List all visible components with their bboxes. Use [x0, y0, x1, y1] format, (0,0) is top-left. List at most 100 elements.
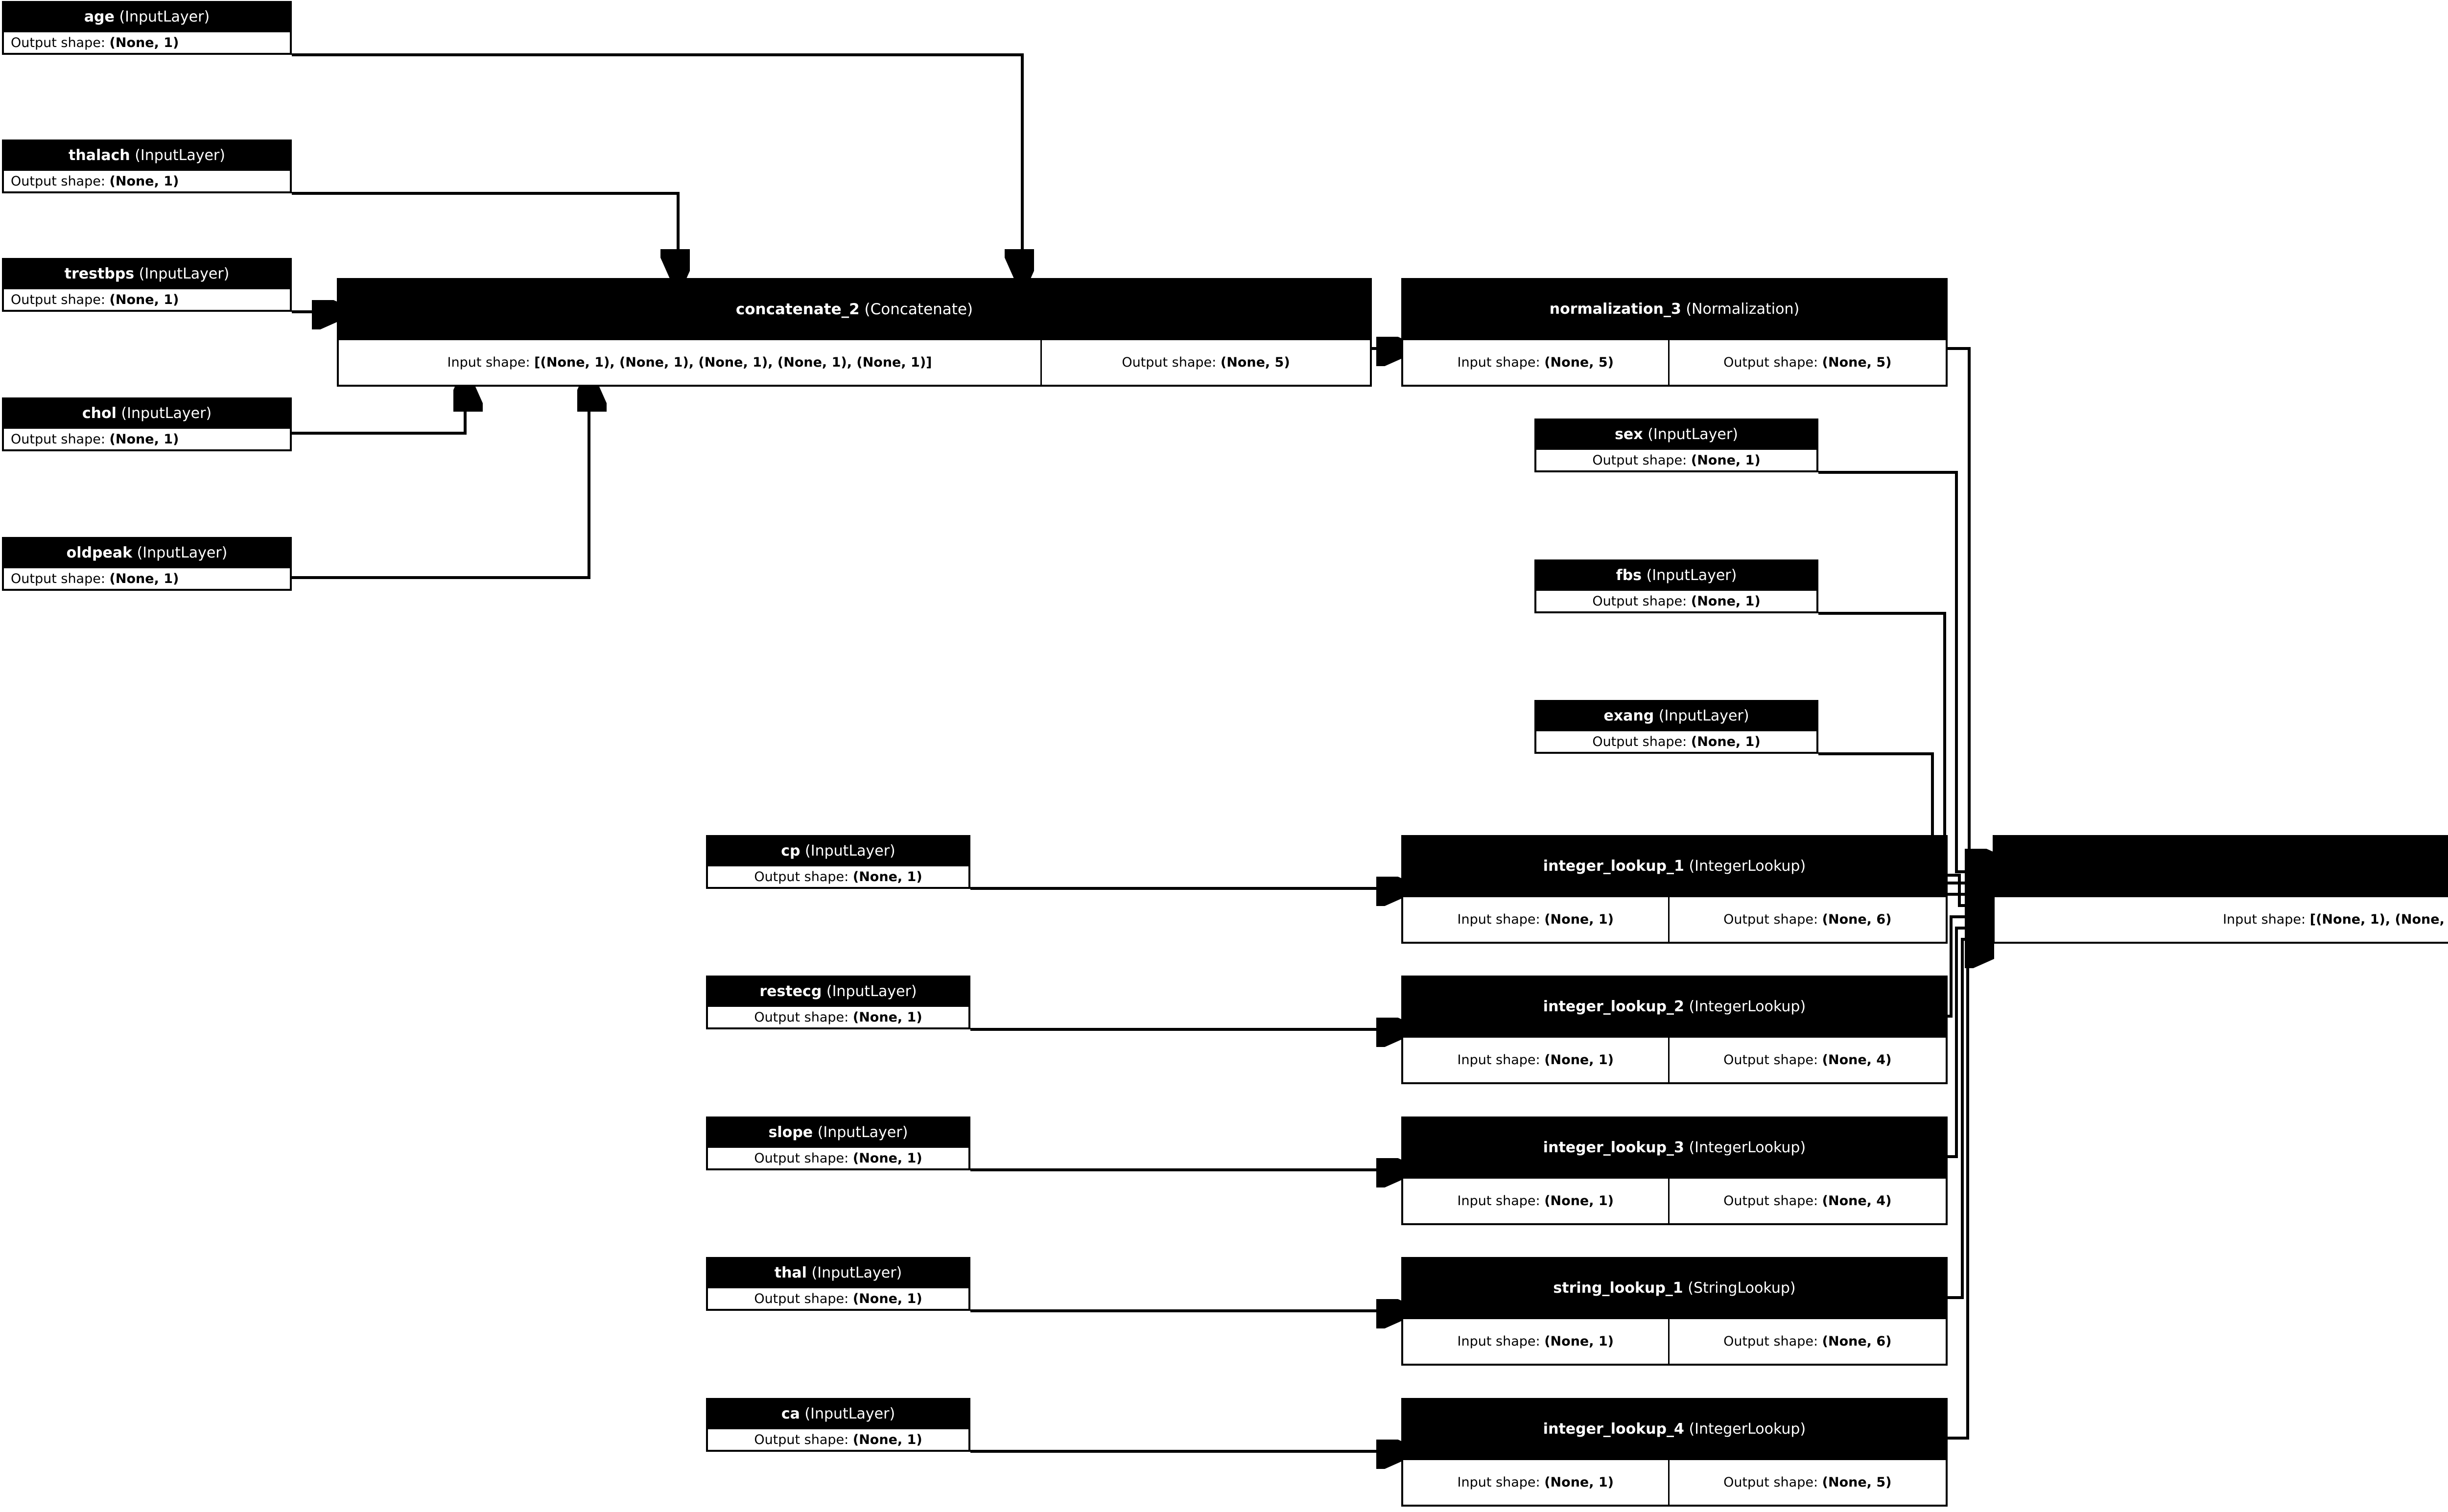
node-trestbps-name: trestbps	[64, 265, 135, 283]
node-trestbps-title: trestbps (InputLayer)	[4, 260, 290, 288]
node-concatenate-3-input-cell: Input shape: [(None, 1), (None, 1), (Non…	[1995, 897, 2448, 942]
node-cp[interactable]: cp (InputLayer) Output shape: (None, 1)	[706, 835, 970, 889]
output-shape-label: Output shape:	[754, 869, 849, 884]
output-shape-label: Output shape:	[11, 431, 105, 447]
node-concatenate-2-shapes: Input shape: [(None, 1), (None, 1), (Non…	[339, 338, 1370, 385]
node-integer-lookup-4-shapes: Input shape: (None, 1) Output shape: (No…	[1403, 1458, 1946, 1505]
node-exang-name: exang	[1603, 707, 1654, 725]
node-concatenate-2-name: concatenate_2	[735, 300, 860, 318]
node-restecg[interactable]: restecg (InputLayer) Output shape: (None…	[706, 976, 970, 1029]
node-integer-lookup-3-input-value: (None, 1)	[1544, 1193, 1614, 1209]
node-thalach[interactable]: thalach (InputLayer) Output shape: (None…	[2, 140, 292, 193]
node-string-lookup-1-type: (StringLookup)	[1688, 1279, 1796, 1297]
node-ca-output-value: (None, 1)	[852, 1432, 922, 1447]
node-age[interactable]: age (InputLayer) Output shape: (None, 1)	[2, 1, 292, 55]
node-fbs[interactable]: fbs (InputLayer) Output shape: (None, 1)	[1534, 559, 1818, 613]
node-thal-shapes: Output shape: (None, 1)	[708, 1287, 968, 1309]
node-slope-name: slope	[768, 1124, 813, 1141]
node-cp-shapes: Output shape: (None, 1)	[708, 865, 968, 887]
node-trestbps[interactable]: trestbps (InputLayer) Output shape: (Non…	[2, 258, 292, 312]
edge-oldpeak-to-concatenate2	[292, 387, 589, 579]
node-exang-title: exang (InputLayer)	[1536, 702, 1816, 730]
edge-integer-lookup-1-to-concatenate3	[1948, 874, 1990, 906]
node-chol[interactable]: chol (InputLayer) Output shape: (None, 1…	[2, 397, 292, 451]
node-age-output-value: (None, 1)	[109, 35, 179, 50]
output-shape-label: Output shape:	[11, 35, 105, 50]
node-normalization-3-shapes: Input shape: (None, 5) Output shape: (No…	[1403, 338, 1946, 385]
output-shape-label: Output shape:	[1723, 1333, 1818, 1349]
node-integer-lookup-1-output-value: (None, 6)	[1822, 911, 1892, 927]
node-sex-name: sex	[1615, 426, 1643, 443]
output-shape-label: Output shape:	[754, 1150, 849, 1166]
node-trestbps-shapes: Output shape: (None, 1)	[4, 288, 290, 310]
node-thal-type: (InputLayer)	[811, 1264, 902, 1282]
node-chol-shapes: Output shape: (None, 1)	[4, 427, 290, 449]
node-string-lookup-1[interactable]: string_lookup_1 (StringLookup) Input sha…	[1401, 1257, 1948, 1366]
node-ca-output-cell: Output shape: (None, 1)	[708, 1429, 968, 1450]
node-string-lookup-1-output-cell: Output shape: (None, 6)	[1668, 1319, 1946, 1364]
node-ca[interactable]: ca (InputLayer) Output shape: (None, 1)	[706, 1398, 970, 1452]
node-slope-type: (InputLayer)	[817, 1124, 908, 1141]
node-restecg-shapes: Output shape: (None, 1)	[708, 1005, 968, 1027]
node-normalization-3[interactable]: normalization_3 (Normalization) Input sh…	[1401, 278, 1948, 387]
node-slope-shapes: Output shape: (None, 1)	[708, 1146, 968, 1168]
node-string-lookup-1-name: string_lookup_1	[1553, 1279, 1683, 1297]
node-concatenate-2-input-value: [(None, 1), (None, 1), (None, 1), (None,…	[534, 354, 932, 370]
node-integer-lookup-1[interactable]: integer_lookup_1 (IntegerLookup) Input s…	[1401, 835, 1948, 944]
node-integer-lookup-1-type: (IntegerLookup)	[1689, 858, 1806, 875]
node-slope-output-value: (None, 1)	[852, 1150, 922, 1166]
node-string-lookup-1-output-value: (None, 6)	[1822, 1333, 1892, 1349]
node-integer-lookup-1-output-cell: Output shape: (None, 6)	[1668, 897, 1946, 942]
node-exang[interactable]: exang (InputLayer) Output shape: (None, …	[1534, 700, 1818, 754]
node-string-lookup-1-input-cell: Input shape: (None, 1)	[1403, 1319, 1668, 1364]
node-integer-lookup-4-title: integer_lookup_4 (IntegerLookup)	[1403, 1400, 1946, 1459]
node-age-type: (InputLayer)	[119, 8, 210, 26]
input-shape-label: Input shape:	[1457, 911, 1540, 927]
node-thalach-output-cell: Output shape: (None, 1)	[4, 171, 290, 191]
node-concatenate-2-type: (Concatenate)	[864, 300, 973, 318]
node-thal-title: thal (InputLayer)	[708, 1259, 968, 1287]
node-integer-lookup-1-shapes: Input shape: (None, 1) Output shape: (No…	[1403, 895, 1946, 942]
node-normalization-3-output-value: (None, 5)	[1822, 354, 1892, 370]
edge-integer-lookup-4-to-concatenate3	[1948, 951, 1990, 1440]
node-concatenate-2-output-cell: Output shape: (None, 5)	[1040, 340, 1370, 385]
node-integer-lookup-2-input-cell: Input shape: (None, 1)	[1403, 1037, 1668, 1082]
node-slope-output-cell: Output shape: (None, 1)	[708, 1148, 968, 1168]
node-concatenate-2-output-value: (None, 5)	[1220, 354, 1290, 370]
node-integer-lookup-3-output-cell: Output shape: (None, 4)	[1668, 1178, 1946, 1223]
edge-integer-lookup-2-to-concatenate3	[1948, 917, 1990, 1018]
node-concatenate-2[interactable]: concatenate_2 (Concatenate) Input shape:…	[337, 278, 1372, 387]
node-integer-lookup-1-input-cell: Input shape: (None, 1)	[1403, 897, 1668, 942]
node-integer-lookup-2-shapes: Input shape: (None, 1) Output shape: (No…	[1403, 1036, 1946, 1082]
node-thal-output-cell: Output shape: (None, 1)	[708, 1288, 968, 1309]
node-chol-output-value: (None, 1)	[109, 431, 179, 447]
output-shape-label: Output shape:	[11, 292, 105, 307]
node-thal[interactable]: thal (InputLayer) Output shape: (None, 1…	[706, 1257, 970, 1311]
node-slope[interactable]: slope (InputLayer) Output shape: (None, …	[706, 1117, 970, 1170]
node-integer-lookup-2[interactable]: integer_lookup_2 (IntegerLookup) Input s…	[1401, 976, 1948, 1084]
node-chol-type: (InputLayer)	[121, 405, 212, 422]
node-integer-lookup-3-shapes: Input shape: (None, 1) Output shape: (No…	[1403, 1177, 1946, 1223]
node-sex-shapes: Output shape: (None, 1)	[1536, 448, 1816, 470]
node-slope-title: slope (InputLayer)	[708, 1118, 968, 1147]
node-fbs-output-cell: Output shape: (None, 1)	[1536, 591, 1816, 611]
node-string-lookup-1-title: string_lookup_1 (StringLookup)	[1403, 1259, 1946, 1318]
node-age-output-cell: Output shape: (None, 1)	[4, 32, 290, 53]
node-integer-lookup-4[interactable]: integer_lookup_4 (IntegerLookup) Input s…	[1401, 1398, 1948, 1507]
node-oldpeak[interactable]: oldpeak (InputLayer) Output shape: (None…	[2, 537, 292, 591]
input-shape-label: Input shape:	[2223, 911, 2306, 927]
node-integer-lookup-3-output-value: (None, 4)	[1822, 1193, 1892, 1209]
edge-sex-to-concatenate3	[1818, 471, 1990, 872]
node-concatenate-2-input-cell: Input shape: [(None, 1), (None, 1), (Non…	[339, 340, 1040, 385]
node-thalach-name: thalach	[69, 147, 130, 164]
output-shape-label: Output shape:	[754, 1009, 849, 1025]
output-shape-label: Output shape:	[11, 571, 105, 586]
node-exang-shapes: Output shape: (None, 1)	[1536, 730, 1816, 752]
node-sex[interactable]: sex (InputLayer) Output shape: (None, 1)	[1534, 419, 1818, 472]
node-integer-lookup-3-type: (IntegerLookup)	[1689, 1139, 1806, 1157]
node-fbs-shapes: Output shape: (None, 1)	[1536, 589, 1816, 611]
node-concatenate-3[interactable]: concatenate_3 (Concatenate) Input shape:…	[1993, 835, 2448, 944]
node-cp-title: cp (InputLayer)	[708, 837, 968, 865]
node-integer-lookup-3[interactable]: integer_lookup_3 (IntegerLookup) Input s…	[1401, 1117, 1948, 1225]
node-fbs-name: fbs	[1616, 567, 1642, 584]
